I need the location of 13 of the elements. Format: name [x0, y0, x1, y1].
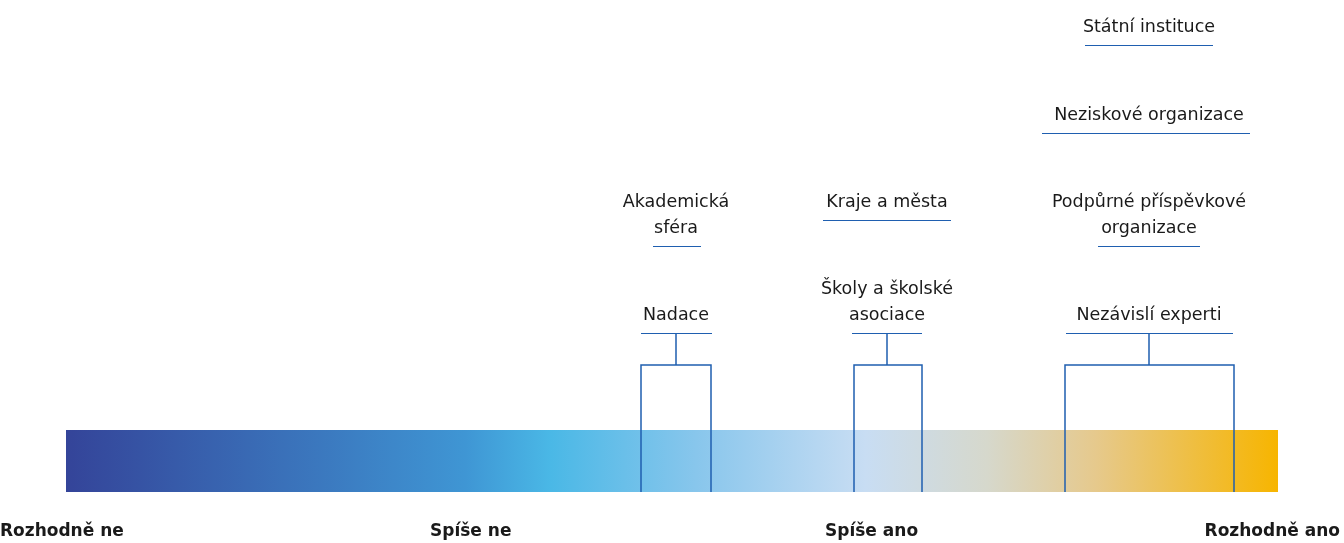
category-label: Školy a školské asociace — [820, 276, 954, 326]
scale-label: Rozhodně ne — [0, 520, 124, 540]
category-label: Kraje a města — [826, 190, 948, 213]
scale-label: Rozhodně ano — [1204, 520, 1340, 540]
category-label: Podpůrné příspěvkové organizace — [1050, 190, 1248, 239]
category-label: Nezávislí experti — [1076, 303, 1222, 326]
scale-label: Spíše ne — [430, 520, 512, 540]
category-label: Státní instituce — [1082, 15, 1216, 38]
category-label: Neziskové organizace — [1054, 103, 1244, 126]
category-label: Nadace — [643, 303, 709, 326]
category-label: Akademická sféra — [621, 190, 731, 239]
gradient-bar — [66, 430, 1278, 492]
scale-label: Spíše ano — [825, 520, 919, 540]
